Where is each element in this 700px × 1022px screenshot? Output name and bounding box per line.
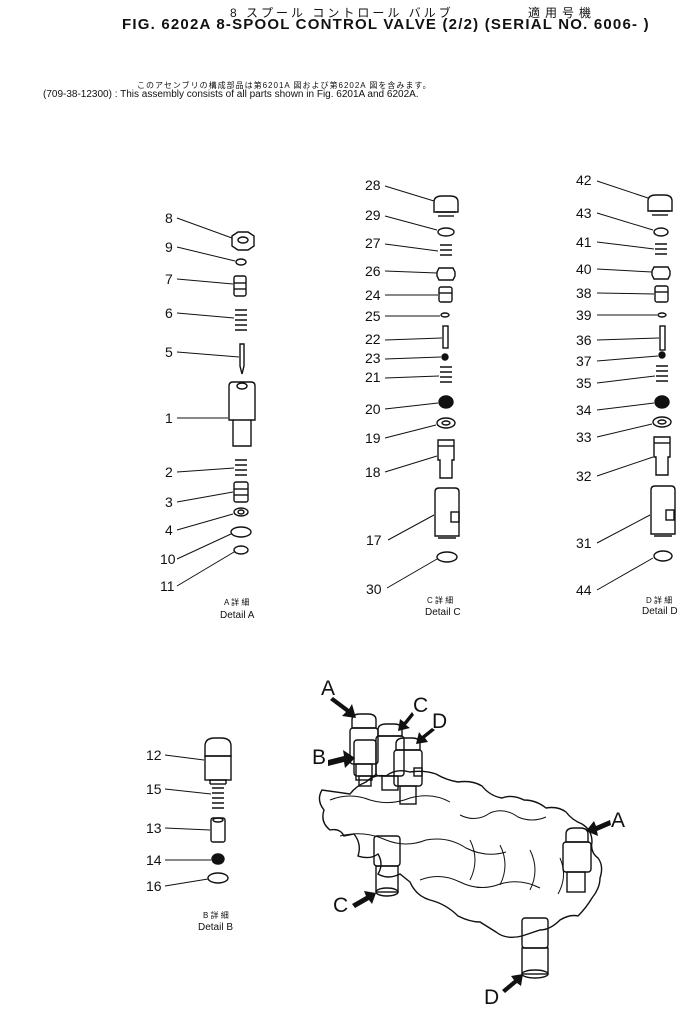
part-number-label: 38 [576, 285, 592, 301]
detail-a-part-numbers: 8 9 7 6 5 1 2 3 4 10 11 [160, 210, 176, 594]
detail-b-caption: Detail B [198, 922, 233, 933]
detail-d-caption-japanese: D 詳 細 [646, 595, 672, 605]
part-number-label: 7 [165, 271, 173, 287]
part-number-label: 3 [165, 494, 173, 510]
part-number-label: 24 [365, 287, 381, 303]
part-number-label: 2 [165, 464, 173, 480]
part-number-label: 1 [165, 410, 173, 426]
detail-d-parts [647, 194, 676, 562]
part-number-label: 16 [146, 878, 162, 894]
detail-d-caption: Detail D [642, 606, 678, 617]
part-number-label: 8 [165, 210, 173, 226]
part-number-label: 30 [366, 581, 382, 597]
japanese-applicable-machine: 適用号機 [528, 6, 597, 20]
marker-a-top: A [321, 677, 335, 700]
detail-c: 28 29 27 26 24 25 22 23 21 20 19 18 17 3… [365, 177, 461, 618]
detail-a-caption-japanese: A 詳 細 [224, 597, 249, 607]
valve-assembly: A B C D A C D [312, 677, 625, 1009]
part-number-label: 21 [365, 369, 381, 385]
part-number-label: 10 [160, 551, 176, 567]
arrow-d-top [416, 728, 435, 744]
part-number-label: 17 [366, 532, 382, 548]
japanese-title: 8 スプール コントロール バルブ [230, 6, 454, 20]
assembly-valve-a-right [562, 827, 592, 893]
detail-c-leader-lines [384, 185, 443, 589]
detail-c-caption: Detail C [425, 607, 461, 618]
marker-d-top: D [432, 710, 447, 733]
part-number-label: 18 [365, 464, 381, 480]
assembly-note-japanese: このアセンブリの構成部品は第6201A 図および第6202A 図を含みます。 [137, 81, 432, 90]
detail-d: 42 43 41 40 38 39 36 37 35 34 33 32 31 4… [576, 172, 678, 617]
arrow-c-top [398, 712, 414, 731]
part-number-label: 15 [146, 781, 162, 797]
part-number-label: 32 [576, 468, 592, 484]
part-number-label: 14 [146, 852, 162, 868]
arrow-b [328, 750, 355, 768]
part-number-label: 44 [576, 582, 592, 598]
part-number-label: 33 [576, 429, 592, 445]
part-number-label: 20 [365, 401, 381, 417]
part-number-label: 28 [365, 177, 381, 193]
arrow-a-top [330, 697, 356, 718]
part-number-label: 42 [576, 172, 592, 188]
part-number-label: 40 [576, 261, 592, 277]
part-number-label: 22 [365, 331, 381, 347]
detail-d-part-numbers: 42 43 41 40 38 39 36 37 35 34 33 32 31 4… [576, 172, 592, 598]
part-number-label: 43 [576, 205, 592, 221]
arrow-d-bottom [502, 974, 523, 993]
part-number-label: 29 [365, 207, 381, 223]
part-number-label: 9 [165, 239, 173, 255]
part-number-label: 26 [365, 263, 381, 279]
assembly-valve-c-bottom [373, 835, 401, 897]
marker-a-right: A [611, 809, 625, 832]
figure-title: FIG. 6202A 8-SPOOL CONTROL VALVE (2/2) (… [122, 16, 650, 33]
part-number-label: 19 [365, 430, 381, 446]
part-number-label: 23 [365, 350, 381, 366]
assembly-valve-d-top [393, 737, 423, 805]
part-number-label: 4 [165, 522, 173, 538]
assembly-valve-c-top [375, 723, 405, 791]
part-number-label: 34 [576, 402, 592, 418]
detail-d-leader-lines [596, 180, 660, 591]
arrow-c-bottom [352, 891, 376, 908]
detail-c-part-numbers: 28 29 27 26 24 25 22 23 21 20 19 18 17 3… [365, 177, 382, 597]
part-number-label: 37 [576, 353, 592, 369]
detail-c-caption-japanese: C 詳 細 [427, 595, 453, 605]
assembly-note-english: (709-38-12300) : This assembly consists … [43, 89, 419, 100]
detail-c-parts [433, 195, 460, 563]
part-number-label: 11 [160, 578, 175, 594]
part-number-label: 39 [576, 307, 592, 323]
assembly-marker-letters: A B C D A C D [312, 677, 625, 1009]
detail-b-parts [204, 737, 232, 884]
assembly-valve-d-bottom [521, 917, 549, 979]
detail-b-part-numbers: 12 15 13 14 16 [146, 747, 162, 894]
part-number-label: 6 [165, 305, 173, 321]
marker-c-bottom: C [333, 894, 348, 917]
part-number-label: 13 [146, 820, 162, 836]
detail-b-leader-lines [164, 754, 212, 887]
part-number-label: 5 [165, 344, 173, 360]
marker-d-bottom: D [484, 986, 499, 1009]
detail-a-caption: Detail A [220, 610, 255, 621]
detail-a-parts [228, 231, 256, 555]
detail-a-leader-lines [176, 217, 240, 587]
part-number-label: 27 [365, 235, 381, 251]
part-number-label: 36 [576, 332, 592, 348]
arrow-a-right [586, 820, 611, 836]
part-number-label: 35 [576, 375, 592, 391]
detail-b: 12 15 13 14 16 B 詳 細 Detail B [146, 737, 233, 933]
detail-b-caption-japanese: B 詳 細 [203, 910, 229, 920]
detail-a: 8 9 7 6 5 1 2 3 4 10 11 A 詳 細 Detail A [160, 210, 256, 621]
marker-c-top: C [413, 694, 428, 717]
part-number-label: 41 [576, 234, 592, 250]
assembly-valve-b [353, 739, 377, 787]
marker-b: B [312, 746, 326, 769]
assembly-arrows [328, 697, 611, 993]
part-number-label: 31 [576, 535, 592, 551]
part-number-label: 25 [365, 308, 381, 324]
part-number-label: 12 [146, 747, 162, 763]
